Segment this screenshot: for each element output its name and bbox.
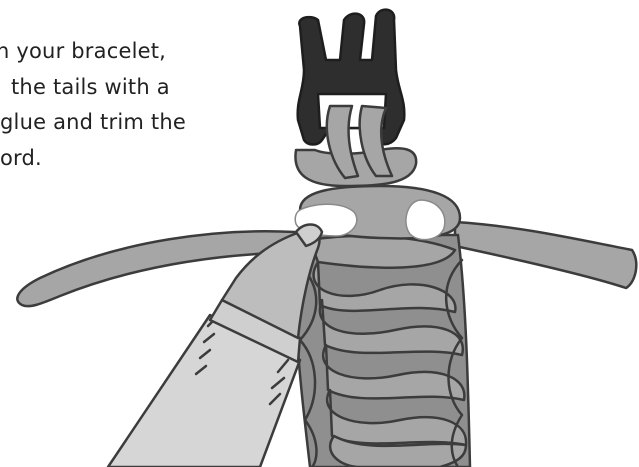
right-cord-tail <box>455 222 636 288</box>
braided-cord <box>296 235 470 467</box>
